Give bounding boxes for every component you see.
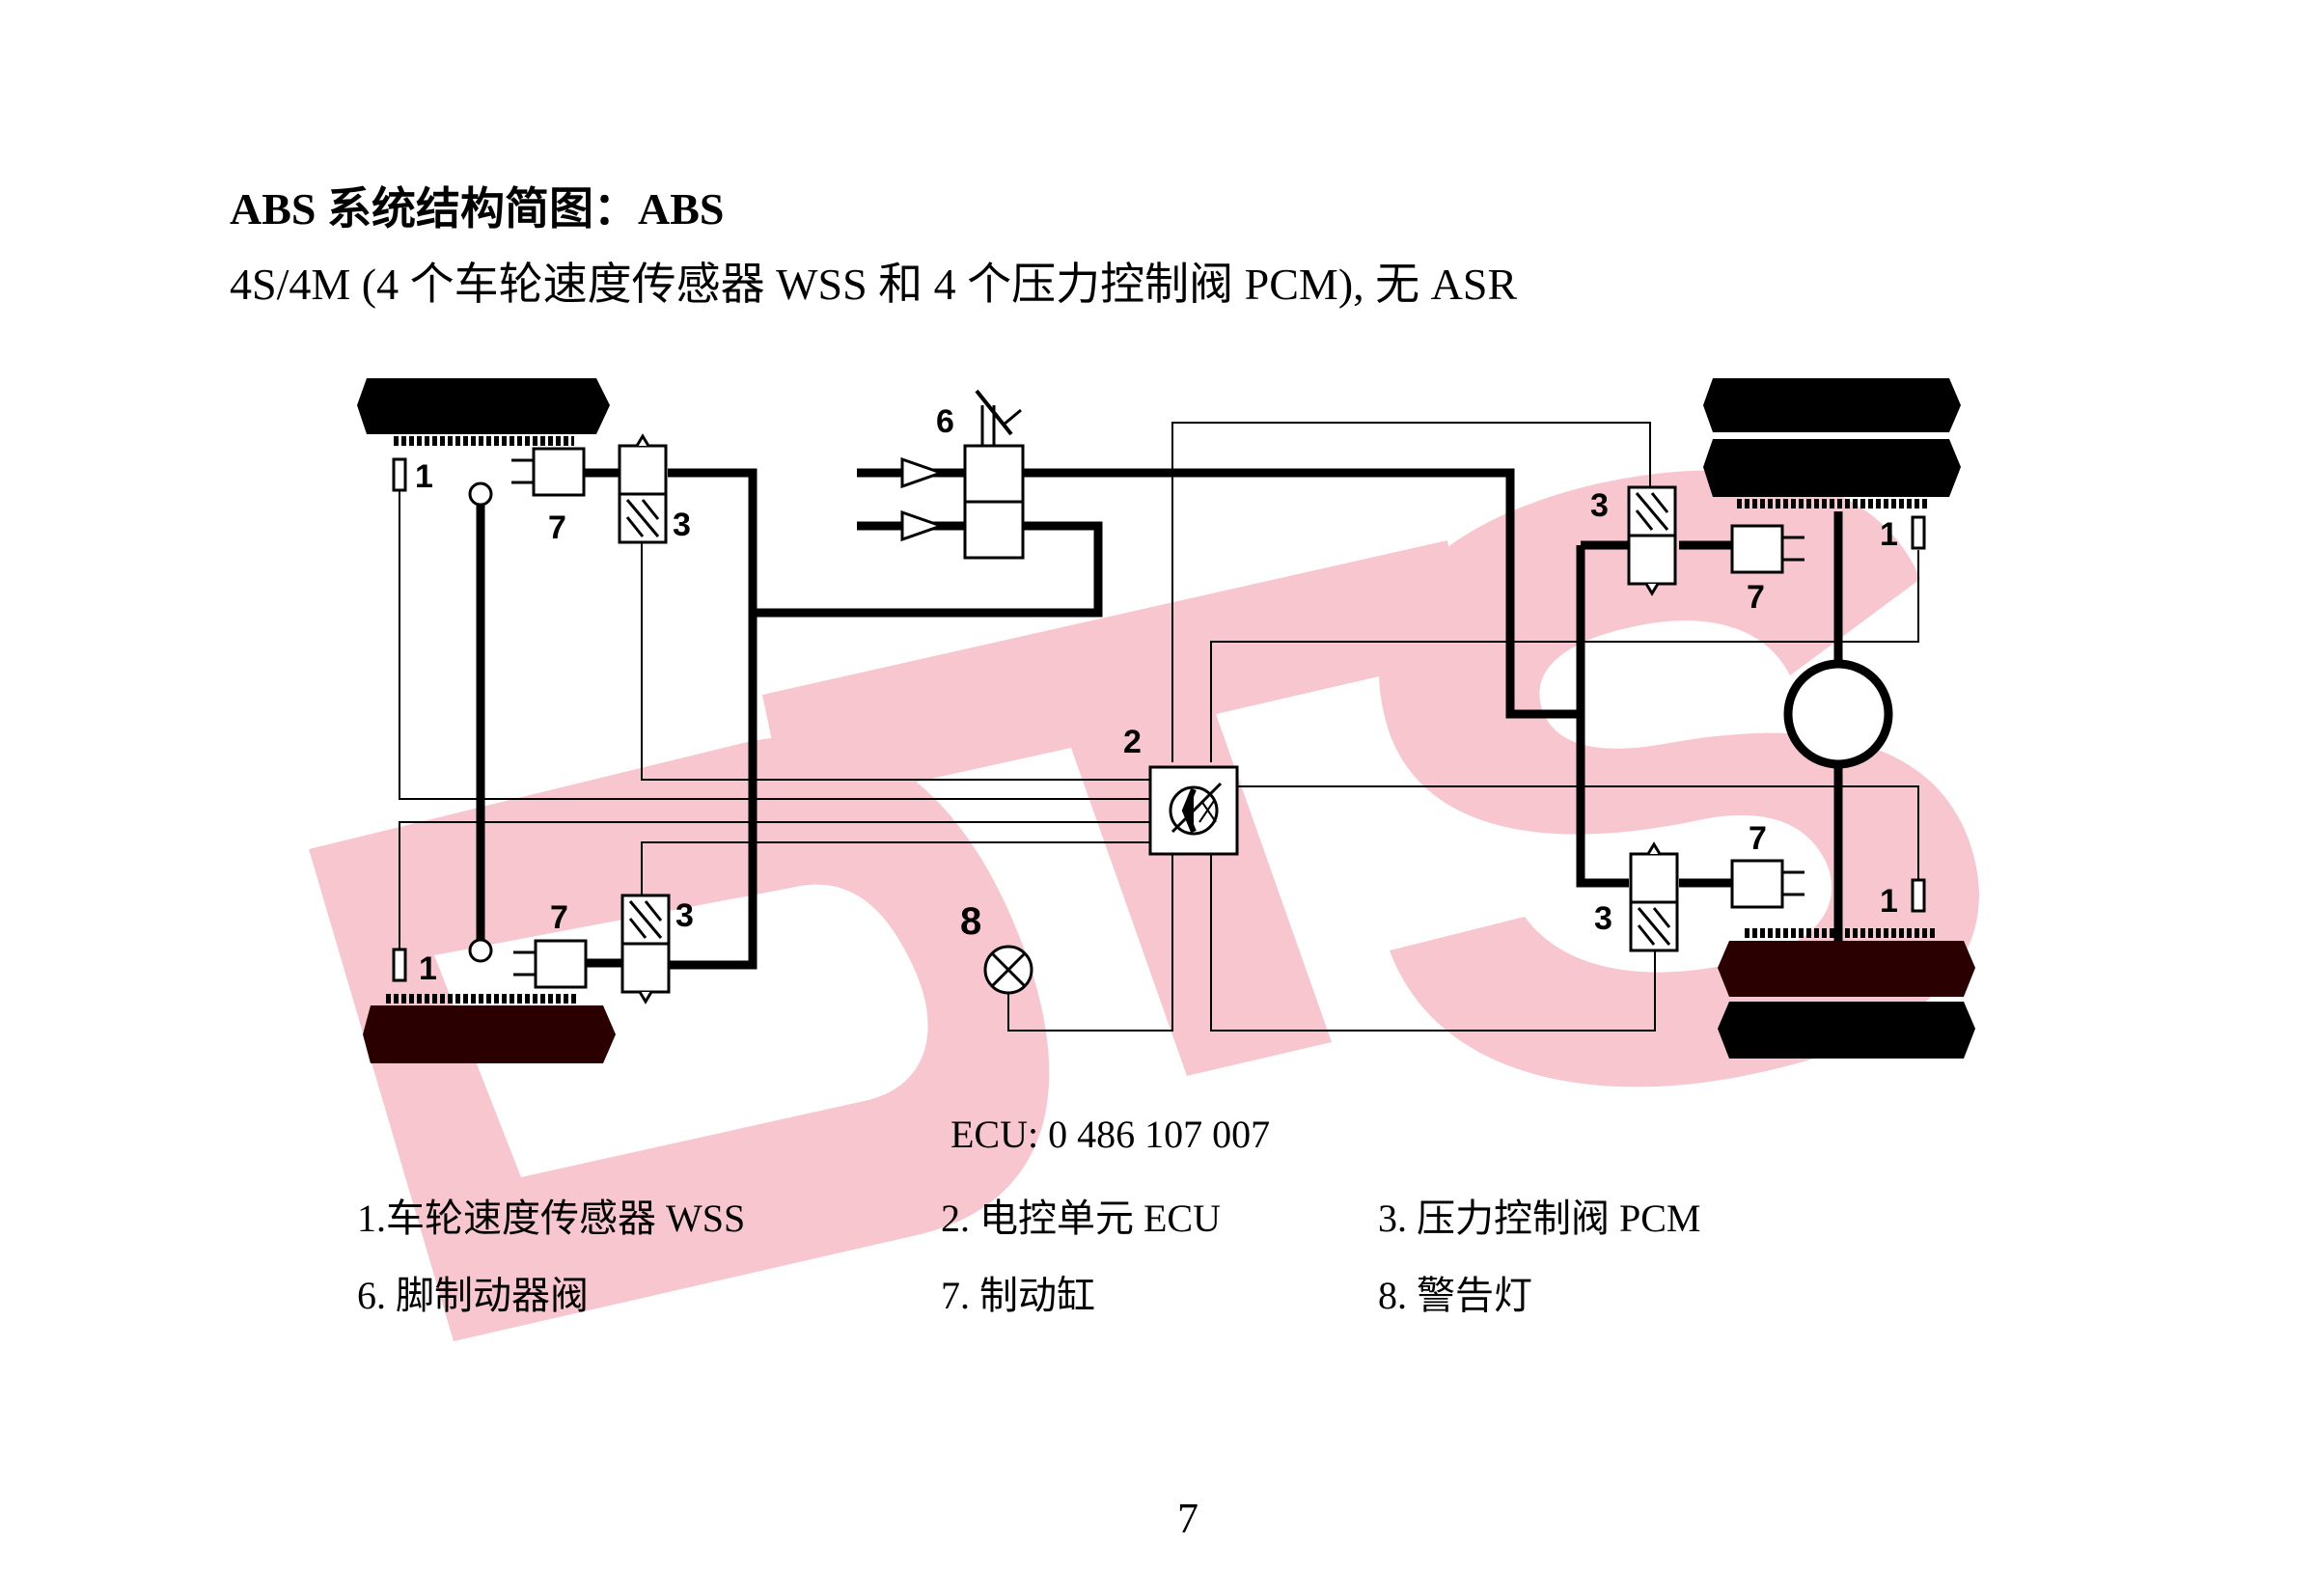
legend-item-pcm: 3. 压力控制阀 PCM — [1378, 1197, 1701, 1240]
tire-rear-right — [1718, 928, 1975, 1059]
label-sensor-rl: 1 — [419, 950, 437, 987]
pressure-control-valve-icons — [618, 433, 1679, 1004]
differential-icon — [1783, 659, 1893, 769]
tire-front-right — [1703, 378, 1961, 509]
label-sensor-fl: 1 — [415, 458, 433, 495]
legend-item-ecu: 2. 电控单元 ECU — [941, 1197, 1221, 1240]
label-pcm-fl: 3 — [673, 507, 691, 543]
signal-wires — [399, 422, 1919, 1032]
tire-rear-left — [363, 994, 616, 1063]
label-warning-lamp: 8 — [960, 900, 981, 943]
label-foot-valve: 6 — [936, 403, 954, 440]
ecu-code: ECU: 0 486 107 007 — [950, 1113, 1271, 1156]
legend-item-foot-valve: 6. 脚制动器阀 — [357, 1274, 589, 1317]
label-cylinder-rr: 7 — [1749, 820, 1767, 857]
label-sensor-rr: 1 — [1880, 883, 1898, 920]
label-cylinder-fl: 7 — [548, 509, 566, 546]
page-number: 7 — [1177, 1495, 1198, 1542]
hydraulic-lines — [476, 468, 1843, 970]
label-pcm-rl: 3 — [675, 897, 694, 934]
foot-brake-valve-icon — [900, 389, 1025, 560]
ecu-icon — [1148, 765, 1239, 856]
legend-item-brake-cylinder: 7. 制动缸 — [941, 1274, 1095, 1317]
page-title: ABS 系统结构简图：ABS — [230, 184, 725, 234]
label-cylinder-fr: 7 — [1747, 579, 1765, 616]
diagram-number-labels: 1 7 3 6 2 7 3 1 8 3 1 7 7 3 1 — [415, 403, 1898, 987]
label-ecu: 2 — [1123, 724, 1142, 760]
left-axle — [468, 482, 493, 963]
label-cylinder-rl: 7 — [550, 899, 568, 936]
label-pcm-fr: 3 — [1590, 487, 1609, 524]
label-pcm-rr: 3 — [1594, 900, 1612, 937]
legend-item-wss: 1.车轮速度传感器 WSS — [357, 1197, 746, 1240]
legend-item-warning-lamp: 8. 警告灯 — [1378, 1274, 1532, 1317]
tire-front-left — [357, 378, 610, 446]
wheel-speed-sensor-icons — [392, 457, 1926, 982]
brake-cylinder-icons — [511, 447, 1804, 989]
page-subtitle: 4S/4M (4 个车轮速度传感器 WSS 和 4 个压力控制阀 PCM), 无… — [230, 260, 1518, 309]
warning-lamp-icon — [983, 945, 1033, 995]
label-sensor-fr: 1 — [1880, 516, 1898, 553]
